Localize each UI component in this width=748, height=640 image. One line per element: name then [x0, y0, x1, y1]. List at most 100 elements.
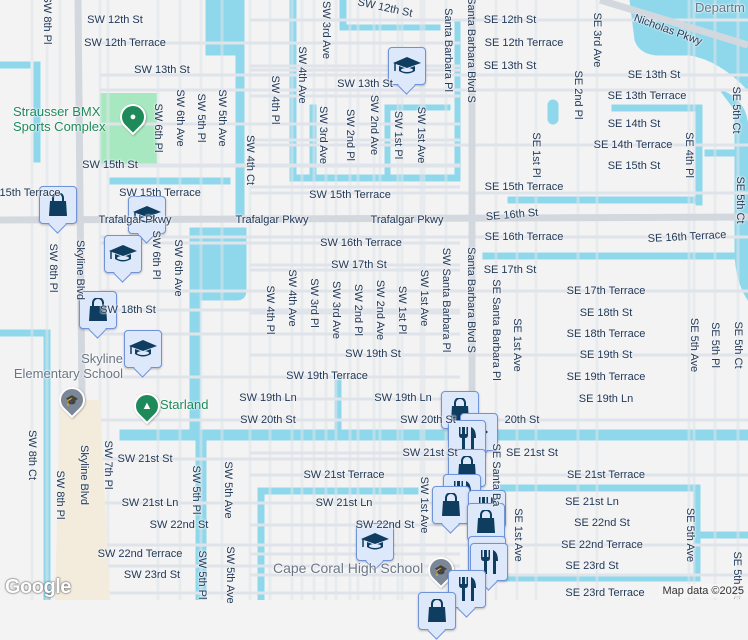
street-label: Trafalgar Pkwy: [236, 214, 309, 226]
street-label: SE 13th St: [484, 60, 537, 72]
street-label: SE 18th Terrace: [567, 328, 646, 340]
street-label: SW 16th Terrace: [320, 237, 402, 249]
street-label: SW 13th St: [134, 64, 190, 76]
google-logo: Google: [5, 576, 71, 599]
shopping-icon: [426, 599, 448, 623]
restaurant-icon: [456, 576, 478, 602]
poi-label[interactable]: Departm: [695, 0, 745, 15]
street-label: SE 17th St: [484, 264, 537, 276]
map-attribution[interactable]: Map data ©2025: [659, 584, 748, 598]
street-label: SW 3rd Ave: [330, 281, 342, 339]
street-label: SW 21st Ln: [316, 497, 373, 509]
street-label: SW 19th Ln: [239, 392, 296, 404]
street-label: SE 13th Terrace: [608, 90, 687, 102]
street-label: SW 8th Pl: [47, 244, 59, 293]
street-label: SW 4th Ave: [286, 269, 298, 326]
school-marker[interactable]: [124, 330, 162, 368]
street-label: SW 6th Ave: [172, 239, 184, 296]
street-label: SE 15th Terrace: [485, 181, 564, 193]
street-label: Santa Barbara Blvd S: [465, 0, 477, 103]
street-label: SW 15th St: [82, 159, 138, 171]
street-label: SE 2nd Pl: [572, 71, 584, 120]
street-label: SW 20th St: [400, 414, 456, 426]
street-label: SW 19th St: [345, 348, 401, 360]
street-label: SE 23rd Terrace: [565, 587, 644, 599]
street-label: SE 15th St: [608, 160, 661, 172]
street-label: SW 21st St: [117, 453, 172, 465]
street-label: SE 1st Ave: [512, 508, 524, 562]
street-label: SE 17th Terrace: [567, 285, 646, 297]
street-label: SW 7th Pl: [102, 441, 114, 490]
street-label: SE 14th St: [608, 118, 661, 130]
street-label: SW 5th Ave: [216, 89, 228, 146]
street-label: SE 22nd St: [574, 517, 630, 529]
street-label: SE 5th Pl: [709, 322, 721, 368]
street-label: Santa Barbara Pl: [442, 8, 454, 92]
school-marker[interactable]: [104, 235, 142, 273]
shopping-icon: [475, 510, 497, 534]
street-label: SW 8th Ct: [26, 430, 38, 480]
street-label: SW 1st Pl: [396, 286, 408, 334]
street-label: SW 18th St: [100, 304, 156, 316]
street-label: SW 1st Ave: [418, 477, 430, 534]
street-label: SW 20th St: [240, 414, 296, 426]
street-label: SW 4th Ave: [296, 46, 308, 103]
street-label: SW Santa Barbara Pl: [440, 248, 452, 353]
street-label: SW 5th Ave: [222, 461, 234, 518]
street-label: SW 4th Pl: [264, 286, 276, 335]
street-label: SW 12th St: [87, 14, 143, 26]
street-label: SE 5th Ct: [730, 86, 742, 133]
street-label: SW 19th Ln: [374, 392, 431, 404]
street-label: SE 21st Ln: [565, 496, 619, 508]
street-label: SE 4th Pl: [683, 132, 695, 178]
street-label: SE 23rd St: [565, 560, 618, 572]
street-label: SE 3rd Ave: [591, 13, 603, 68]
street-label: SE 12th St: [484, 14, 537, 26]
poi-label[interactable]: Starland: [160, 397, 208, 412]
street-label: 20th St: [505, 414, 540, 426]
street-label: 15th Terrace: [0, 187, 60, 199]
street-label: SW 5th Pl: [195, 94, 207, 143]
street-label: SW 15th Terrace: [309, 189, 391, 201]
poi-label[interactable]: Strausser BMX Sports Complex: [13, 104, 105, 134]
street-label: SW 19th Terrace: [286, 370, 368, 382]
street-label: SW 2nd Pl: [344, 109, 356, 161]
street-label: SW 1st Ave: [415, 107, 427, 164]
school-icon: [108, 243, 138, 265]
street-label: Skyline Blvd: [74, 240, 86, 300]
poi-label[interactable]: Cape Coral High School: [273, 561, 423, 576]
street-label: SE 19th Terrace: [567, 371, 646, 383]
street-label: Trafalgar Pkwy: [99, 214, 172, 226]
street-label: SW 3rd Ave: [320, 1, 332, 59]
street-label: SW 23rd St: [124, 569, 180, 581]
school-icon: [392, 55, 422, 77]
street-label: SW 22nd Terrace: [98, 548, 183, 560]
street-label: SW 4th Ct: [244, 135, 256, 185]
street-label: SW 6th Pl: [150, 231, 162, 280]
street-label: SW 2nd Pl: [352, 284, 364, 336]
street-label: Santa Barbara Blvd S: [465, 247, 477, 353]
street-label: SW 13th St: [337, 78, 393, 90]
shopping-marker[interactable]: [418, 592, 456, 630]
school-marker[interactable]: [388, 47, 426, 85]
street-label: SE Santa Ba: [490, 444, 502, 507]
street-label: SW 5th Ave: [224, 546, 236, 603]
street-label: SE 1st Pl: [530, 132, 542, 177]
street-label: SW 5th Pl: [190, 466, 202, 515]
street-label: Skyline Blvd: [78, 445, 90, 505]
street-label: SW 8th Pl: [41, 0, 53, 44]
street-label: SE 5th Ave: [688, 318, 700, 372]
street-label: SE 21st St: [506, 447, 558, 459]
street-label: SW 21st Terrace: [303, 469, 384, 481]
street-label: SW 1st Pl: [392, 111, 404, 159]
street-label: Trafalgar Pkwy: [371, 214, 444, 226]
street-label: SE 18th St: [580, 307, 633, 319]
street-label: SE 5th Ave: [684, 508, 696, 562]
street-label: SE 19th Ln: [579, 393, 633, 405]
street-label: SE 5th Ct: [732, 321, 744, 368]
street-label: SW 6th Ave: [174, 89, 186, 146]
poi-label[interactable]: Skyline Elementary School: [8, 351, 123, 381]
street-label: SE 14th Terrace: [594, 139, 673, 151]
shopping-marker[interactable]: [432, 486, 470, 524]
street-label: SW 21st Ln: [122, 497, 179, 509]
